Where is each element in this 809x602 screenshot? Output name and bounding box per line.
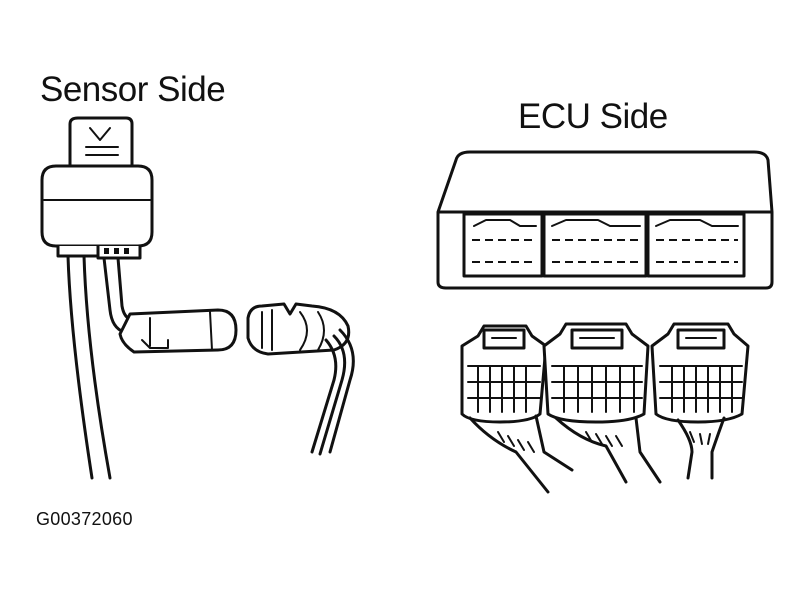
ecu-harness-connector-3: [650, 322, 750, 480]
ecu-harness-connector-1: [460, 324, 574, 494]
ecu-harness-connector-2: [542, 322, 662, 484]
sensor-side-label: Sensor Side: [40, 70, 226, 109]
figure-code: G00372060: [36, 509, 133, 529]
ecu-socket-3: [646, 212, 746, 278]
sensor-wire-right: [82, 254, 112, 480]
sensor-top-tab: [68, 116, 134, 170]
ecu-socket-1: [462, 212, 544, 278]
ecu-side-label: ECU Side: [518, 97, 668, 136]
ecu-socket-2: [542, 212, 648, 278]
sensor-connector-assembly: [40, 116, 154, 480]
sensor-connector-housing: [40, 164, 154, 248]
sensor-pigtail-connector: [118, 308, 238, 354]
sensor-mating-connector: [246, 302, 355, 456]
ecu-unit: [436, 150, 774, 290]
sensor-wire-left: [66, 254, 94, 480]
